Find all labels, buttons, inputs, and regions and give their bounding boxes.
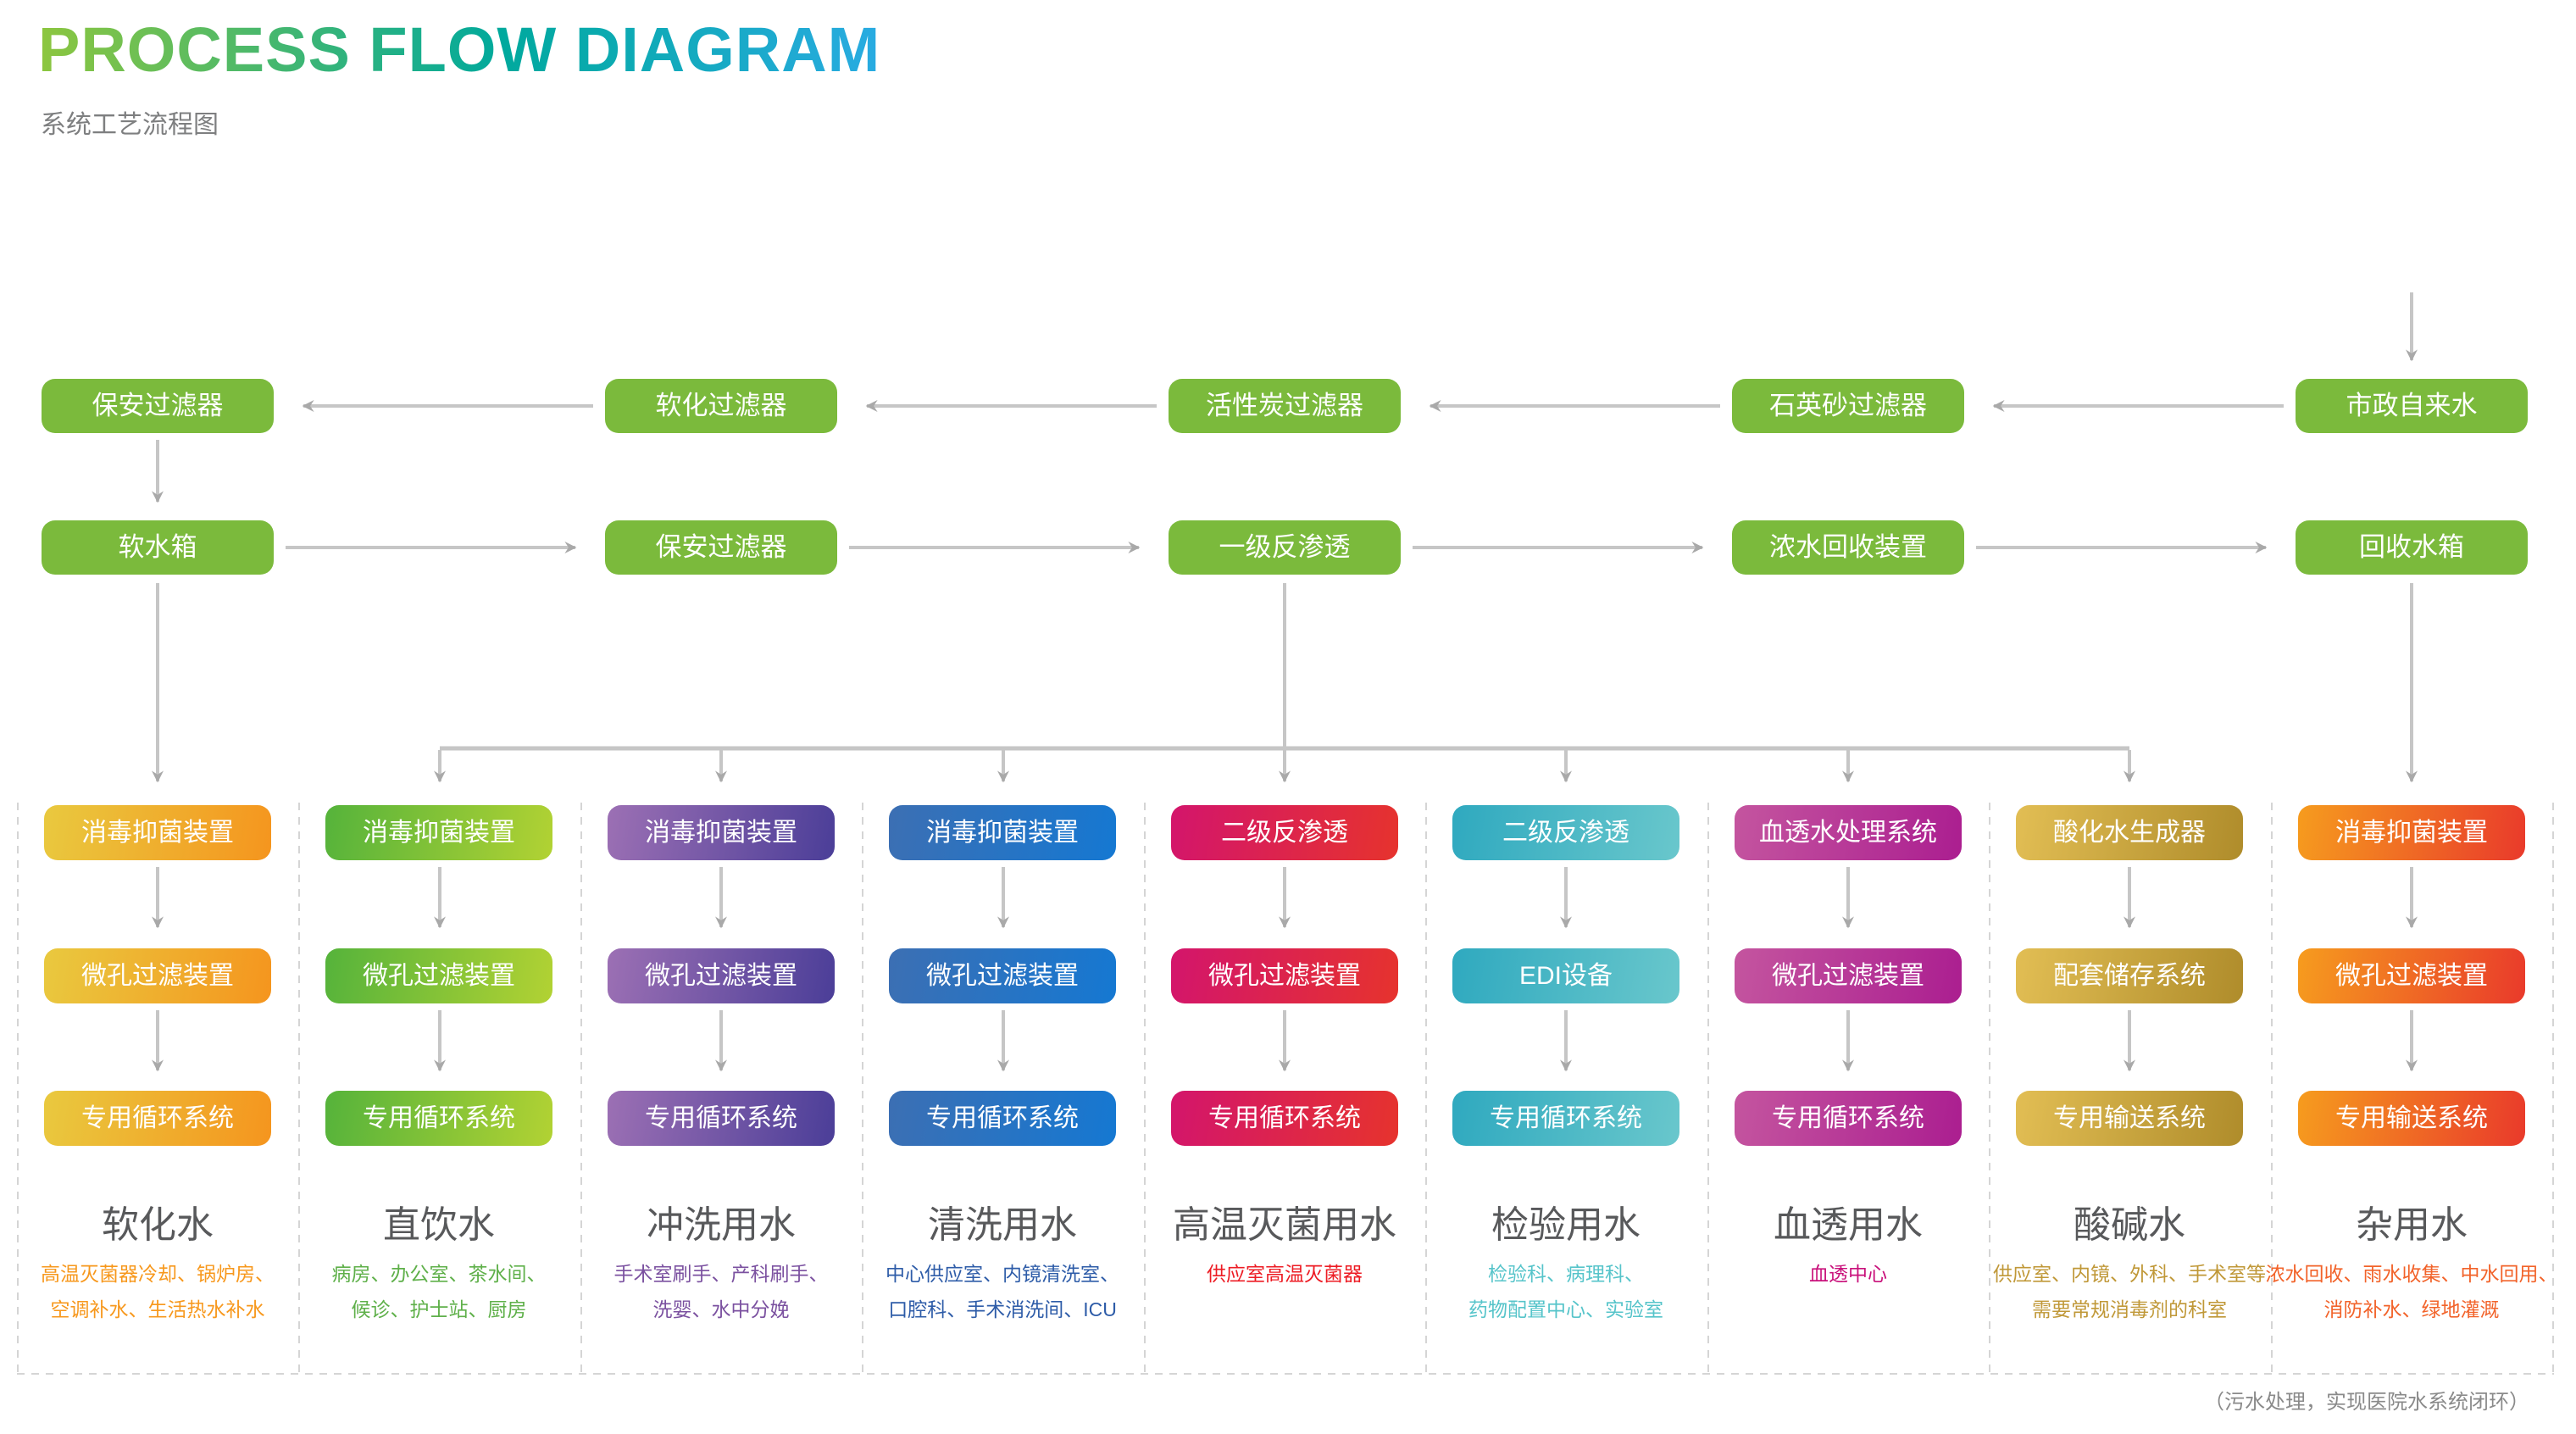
water-type-title: 清洗用水 (928, 1204, 1077, 1246)
usage-desc-line: 浓水回收、雨水收集、中水回用、 (2265, 1263, 2558, 1285)
process-box: 专用输送系统 (2298, 1091, 2525, 1146)
column-lab-test-water: 二级反渗透 EDI设备 专用循环系统 检验用水 检验科、病理科、 药物配置中心、… (1425, 803, 1707, 1375)
column-divider (1144, 803, 1146, 1374)
process-box: 专用循环系统 (44, 1091, 271, 1146)
process-box: 消毒抑菌装置 (889, 805, 1116, 860)
security-filter-box: 保安过滤器 (42, 379, 274, 433)
column-misc-water: 消毒抑菌装置 微孔过滤装置 专用输送系统 杂用水 浓水回收、雨水收集、中水回用、… (2266, 803, 2558, 1375)
usage-desc-line: 中心供应室、内镜清洗室、 (886, 1263, 1119, 1285)
process-box: 二级反渗透 (1452, 805, 1679, 860)
process-box: 消毒抑菌装置 (2298, 805, 2525, 860)
recovery-tank-box: 回收水箱 (2296, 520, 2528, 575)
column-divider (2552, 803, 2554, 1374)
process-box: 配套储存系统 (2016, 948, 2243, 1003)
security-filter-2-box: 保安过滤器 (605, 520, 837, 575)
water-type-title: 冲洗用水 (647, 1204, 796, 1246)
process-box: 消毒抑菌装置 (325, 805, 552, 860)
process-box: 专用循环系统 (325, 1091, 552, 1146)
soft-water-tank-box: 软水箱 (42, 520, 274, 575)
column-divider (2271, 803, 2273, 1374)
usage-desc-line: 口腔科、手术消洗间、ICU (888, 1298, 1117, 1320)
water-type-title: 高温灭菌用水 (1173, 1204, 1396, 1246)
process-box: 微孔过滤装置 (889, 948, 1116, 1003)
concentrate-recovery-box: 浓水回收装置 (1732, 520, 1964, 575)
process-box: 微孔过滤装置 (325, 948, 552, 1003)
column-high-temp-sterilization-water: 二级反渗透 微孔过滤装置 专用循环系统 高温灭菌用水 供应室高温灭菌器 (1144, 803, 1425, 1375)
process-box: 消毒抑菌装置 (44, 805, 271, 860)
column-divider (1707, 803, 1709, 1374)
process-box: 二级反渗透 (1171, 805, 1398, 860)
usage-desc-line: 需要常规消毒剂的科室 (2032, 1298, 2227, 1320)
usage-desc-line: 洗婴、水中分娩 (652, 1298, 790, 1320)
process-box: 微孔过滤装置 (608, 948, 835, 1003)
column-divider (1425, 803, 1427, 1374)
usage-desc: 手术室刷手、产科刷手、 洗婴、水中分娩 (564, 1256, 879, 1327)
water-type-title: 直饮水 (383, 1204, 495, 1246)
process-box: 微孔过滤装置 (1171, 948, 1398, 1003)
column-divider (298, 803, 300, 1374)
water-type-title: 检验用水 (1491, 1204, 1641, 1246)
footnote: （污水处理，实现医院水系统闭环） (2204, 1391, 2529, 1414)
usage-desc: 检验科、病理科、 药物配置中心、实验室 (1408, 1256, 1724, 1327)
column-divider (17, 803, 19, 1374)
process-box: 微孔过滤装置 (2298, 948, 2525, 1003)
process-box: 专用循环系统 (608, 1091, 835, 1146)
usage-desc-line: 候诊、护士站、厨房 (351, 1298, 527, 1320)
bottom-divider (17, 1373, 2554, 1375)
process-box: 专用输送系统 (2016, 1091, 2243, 1146)
process-box: 血透水处理系统 (1735, 805, 1962, 860)
usage-desc-line: 供应室高温灭菌器 (1207, 1263, 1363, 1285)
usage-desc: 病房、办公室、茶水间、 候诊、护士站、厨房 (281, 1256, 597, 1327)
column-divider (580, 803, 582, 1374)
water-type-title: 酸碱水 (2074, 1204, 2185, 1246)
water-type-title: 血透用水 (1774, 1204, 1923, 1246)
column-cleaning-water: 消毒抑菌装置 微孔过滤装置 专用循环系统 清洗用水 中心供应室、内镜清洗室、 口… (862, 803, 1143, 1375)
first-stage-ro-box: 一级反渗透 (1169, 520, 1401, 575)
usage-desc: 供应室高温灭菌器 (1127, 1256, 1442, 1292)
usage-desc-line: 手术室刷手、产科刷手、 (613, 1263, 829, 1285)
usage-desc-line: 供应室、内镜、外科、手术室等 (1993, 1263, 2266, 1285)
municipal-tap-water-box: 市政自来水 (2296, 379, 2528, 433)
usage-desc-line: 药物配置中心、实验室 (1468, 1298, 1663, 1320)
process-box: EDI设备 (1452, 948, 1679, 1003)
process-box: 消毒抑菌装置 (608, 805, 835, 860)
usage-desc: 浓水回收、雨水收集、中水回用、 消防补水、绿地灌溉 (2254, 1256, 2569, 1327)
column-flushing-water: 消毒抑菌装置 微孔过滤装置 专用循环系统 冲洗用水 手术室刷手、产科刷手、 洗婴… (580, 803, 862, 1375)
usage-desc: 中心供应室、内镜清洗室、 口腔科、手术消洗间、ICU (845, 1256, 1160, 1327)
usage-desc-line: 病房、办公室、茶水间、 (331, 1263, 547, 1285)
usage-desc-line: 消防补水、绿地灌溉 (2323, 1298, 2500, 1320)
column-softened-water: 消毒抑菌装置 微孔过滤装置 专用循环系统 软化水 高温灭菌器冷却、锅炉房、 空调… (17, 803, 298, 1375)
process-box: 专用循环系统 (1735, 1091, 1962, 1146)
process-box: 专用循环系统 (889, 1091, 1116, 1146)
usage-desc-line: 血透中心 (1809, 1263, 1887, 1285)
column-acid-alkaline-water: 酸化水生成器 配套储存系统 专用输送系统 酸碱水 供应室、内镜、外科、手术室等 … (1989, 803, 2270, 1375)
process-box: 微孔过滤装置 (44, 948, 271, 1003)
usage-desc-line: 检验科、病理科、 (1488, 1263, 1644, 1285)
usage-desc: 供应室、内镜、外科、手术室等 需要常规消毒剂的科室 (1972, 1256, 2287, 1327)
water-type-title: 杂用水 (2356, 1204, 2468, 1246)
quartz-sand-filter-box: 石英砂过滤器 (1732, 379, 1964, 433)
water-type-title: 软化水 (102, 1204, 214, 1246)
usage-desc: 血透中心 (1690, 1256, 2006, 1292)
column-divider (1989, 803, 1990, 1374)
usage-desc-line: 高温灭菌器冷却、锅炉房、 (41, 1263, 275, 1285)
process-box: 专用循环系统 (1171, 1091, 1398, 1146)
activated-carbon-filter-box: 活性炭过滤器 (1169, 379, 1401, 433)
process-box: 专用循环系统 (1452, 1091, 1679, 1146)
column-hemodialysis-water: 血透水处理系统 微孔过滤装置 专用循环系统 血透用水 血透中心 (1707, 803, 1989, 1375)
column-divider (862, 803, 863, 1374)
page-title: PROCESS FLOW DIAGRAM (38, 14, 881, 85)
column-direct-drinking-water: 消毒抑菌装置 微孔过滤装置 专用循环系统 直饮水 病房、办公室、茶水间、 候诊、… (298, 803, 580, 1375)
softening-filter-box: 软化过滤器 (605, 379, 837, 433)
page-subtitle: 系统工艺流程图 (41, 111, 219, 139)
process-box: 酸化水生成器 (2016, 805, 2243, 860)
process-box: 微孔过滤装置 (1735, 948, 1962, 1003)
usage-desc: 高温灭菌器冷却、锅炉房、 空调补水、生活热水补水 (0, 1256, 315, 1327)
usage-desc-line: 空调补水、生活热水补水 (50, 1298, 265, 1320)
